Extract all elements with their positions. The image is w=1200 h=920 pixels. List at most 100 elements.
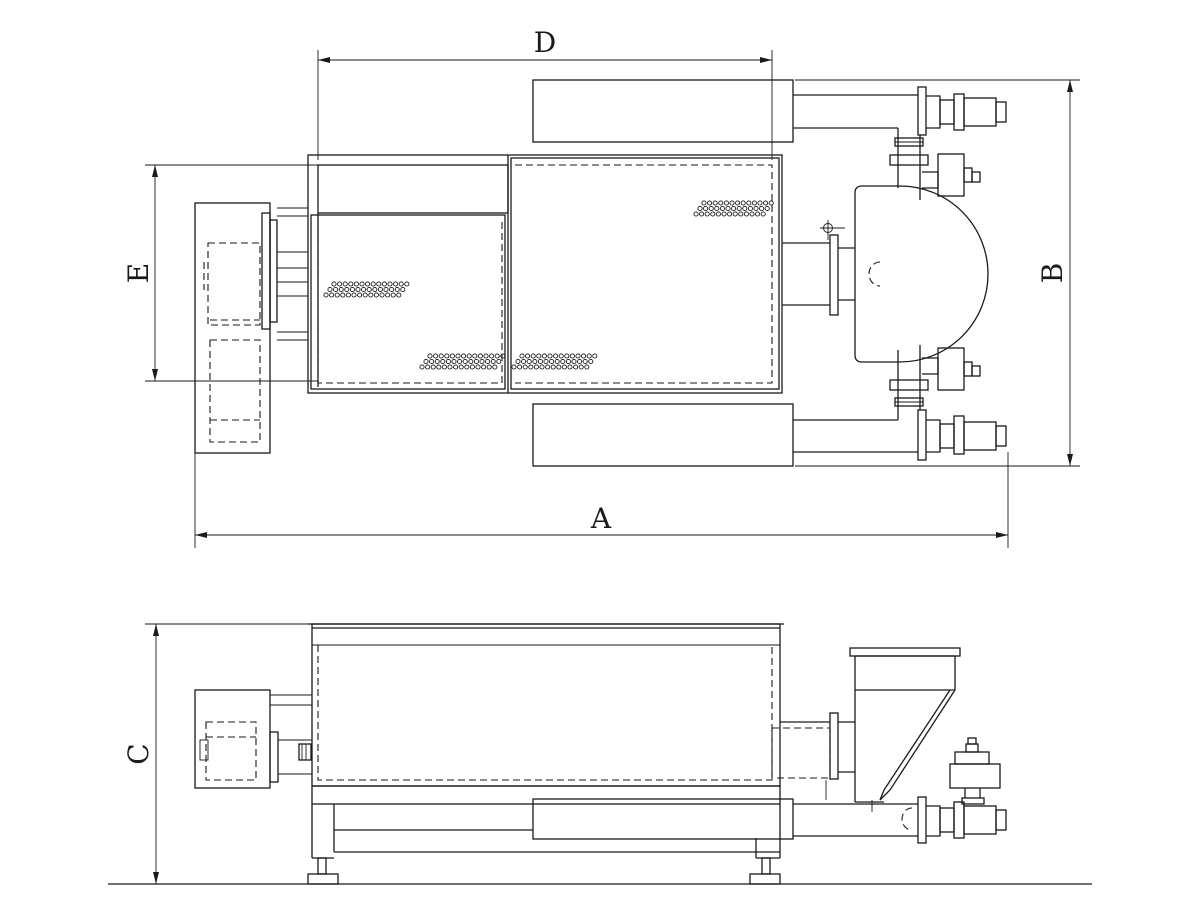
- trough-body-side: [311, 623, 781, 787]
- trough-right-chamber: [510, 157, 780, 390]
- perforation-hole: [736, 205, 742, 212]
- perforation-hole: [735, 200, 741, 206]
- perforation-hole: [582, 358, 588, 365]
- perforation-hole: [560, 358, 566, 365]
- perforation-hole: [740, 200, 746, 206]
- perforation-holes-top-right: [693, 200, 774, 217]
- perforation-hole: [517, 364, 523, 370]
- perforation-hole: [349, 286, 355, 293]
- perforation-hole: [565, 358, 571, 365]
- upper-tube-flange: [917, 86, 927, 136]
- perforation-hole: [743, 211, 749, 217]
- perforation-hole: [365, 281, 371, 287]
- perforation-hole: [545, 364, 551, 370]
- perforation-hole: [525, 353, 531, 359]
- perforation-hole: [731, 205, 737, 212]
- perforation-hole: [331, 281, 337, 287]
- trough-outer-frame: [307, 154, 783, 394]
- perforation-hole: [334, 292, 340, 298]
- perforation-hole: [714, 205, 720, 212]
- perforation-hole: [561, 364, 567, 370]
- upper-side-valve: [937, 153, 965, 197]
- perforation-hole: [357, 292, 363, 298]
- perforation-hole: [486, 364, 492, 370]
- motor-housing: [194, 202, 271, 454]
- perforation-hole: [387, 281, 393, 287]
- upper-tube-housing: [532, 79, 794, 143]
- dimension-b-label: B: [1036, 263, 1069, 284]
- perforation-hole: [707, 200, 713, 206]
- perforation-hole: [521, 358, 527, 365]
- perforation-hole: [500, 353, 506, 359]
- perforation-hole: [526, 358, 532, 365]
- trough-top-left-panel: [317, 164, 509, 214]
- perforation-hole: [379, 292, 385, 298]
- perforation-hole: [351, 292, 357, 298]
- perforation-hole: [466, 353, 472, 359]
- perforation-hole: [473, 358, 479, 365]
- perforation-hole: [441, 364, 447, 370]
- perforation-hole: [519, 353, 525, 359]
- perforation-holes-bottom-left: [419, 353, 506, 370]
- perforation-holes-left: [323, 281, 410, 298]
- perforation-hole: [554, 358, 560, 365]
- perforation-hole: [759, 205, 765, 212]
- perforation-hole: [757, 200, 763, 206]
- upper-valve-body: [963, 97, 997, 127]
- perforation-hole: [362, 292, 368, 298]
- perforation-hole: [342, 281, 348, 287]
- foot-left: [317, 857, 327, 875]
- lower-side-valve: [937, 347, 965, 391]
- perforation-hole: [468, 358, 474, 365]
- perforation-hole: [333, 286, 339, 293]
- perforation-hole: [764, 205, 770, 212]
- perforation-hole: [427, 353, 433, 359]
- perforation-hole: [423, 358, 429, 365]
- perforation-hole: [481, 364, 487, 370]
- perforation-hole: [389, 286, 395, 293]
- perforation-hole: [445, 358, 451, 365]
- perforation-hole: [693, 211, 699, 217]
- perforation-hole: [564, 353, 570, 359]
- perforation-hole: [457, 358, 463, 365]
- perforation-hole: [539, 364, 545, 370]
- motor-assembly-side: [194, 689, 312, 789]
- perforation-hole: [721, 211, 727, 217]
- perforation-hole: [553, 353, 559, 359]
- lower-tube-flange: [917, 409, 927, 461]
- perforation-hole: [536, 353, 542, 359]
- perforation-hole: [383, 286, 389, 293]
- perforation-hole: [436, 364, 442, 370]
- dimension-b: B: [795, 79, 1080, 467]
- perforation-hole: [430, 364, 436, 370]
- perforation-hole: [530, 353, 536, 359]
- perforation-hole: [385, 292, 391, 298]
- perforation-hole: [479, 358, 485, 365]
- lower-tube-side: [532, 796, 1007, 844]
- perforation-hole: [575, 353, 581, 359]
- perforation-hole: [586, 353, 592, 359]
- perforation-hole: [490, 358, 496, 365]
- perforation-hole: [338, 286, 344, 293]
- perforation-hole: [370, 281, 376, 287]
- perforation-hole: [712, 200, 718, 206]
- perforation-hole: [550, 364, 556, 370]
- dimension-d: D: [317, 26, 773, 160]
- perforation-hole: [755, 211, 761, 217]
- perforation-hole: [584, 364, 590, 370]
- perforation-hole: [355, 286, 361, 293]
- perforation-hole: [345, 292, 351, 298]
- perforation-hole: [549, 358, 555, 365]
- perforation-hole: [569, 353, 575, 359]
- upper-screw-tube: [532, 79, 1007, 200]
- perforation-hole: [715, 211, 721, 217]
- trough-right-hidden-outline: [515, 164, 773, 384]
- perforation-hole: [496, 358, 502, 365]
- perforation-hole: [329, 292, 335, 298]
- dimension-a: A: [194, 452, 1009, 548]
- perforation-hole: [366, 286, 372, 293]
- perforation-hole: [532, 358, 538, 365]
- perforation-hole: [398, 281, 404, 287]
- perforation-hole: [348, 281, 354, 287]
